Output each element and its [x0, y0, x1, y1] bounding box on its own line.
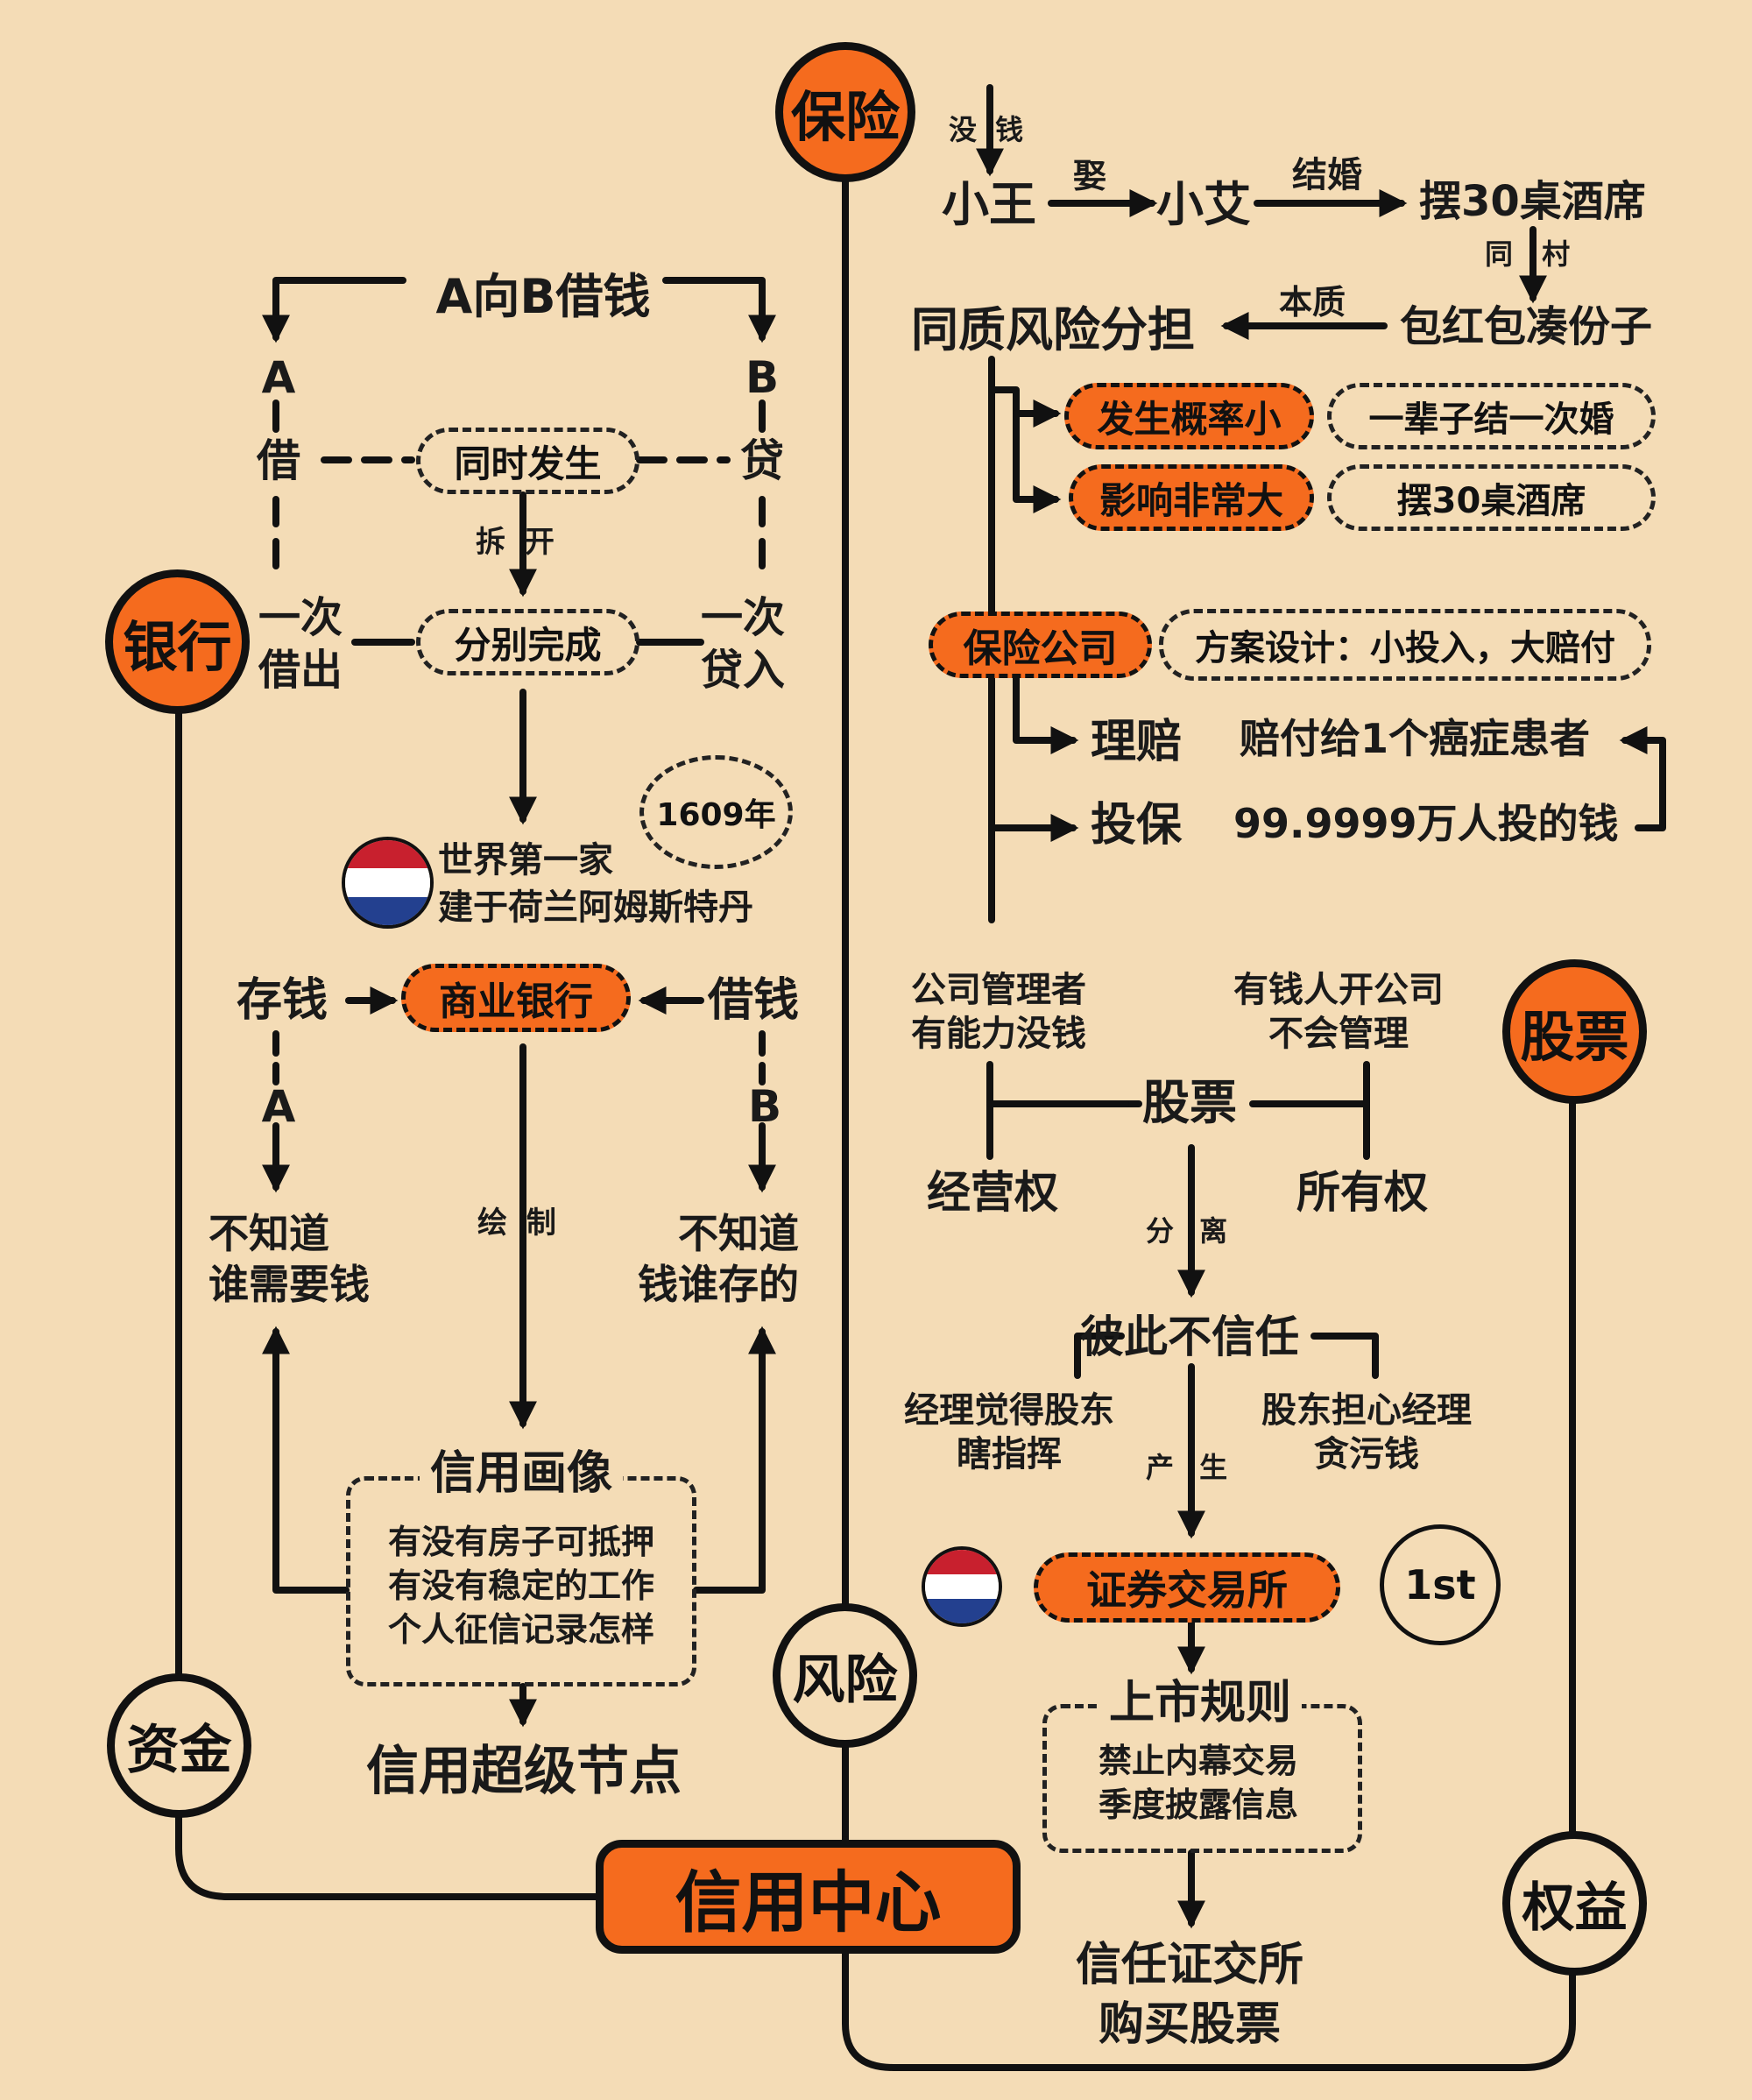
- bank-b-label: B: [745, 352, 780, 403]
- listing-rules-lines: 禁止内幕交易 季度披露信息: [1098, 1742, 1299, 1825]
- deposit-label: 存钱: [237, 974, 328, 1027]
- insurance-hub[interactable]: 保险: [775, 42, 915, 182]
- bank-hub[interactable]: 银行: [105, 569, 250, 714]
- essence-edge-label: 本质: [1279, 283, 1346, 322]
- ownership-label: 所有权: [1296, 1167, 1428, 1218]
- insurance-company-pill[interactable]: 保险公司: [929, 612, 1152, 678]
- high-impact-example: 摆30桌酒席: [1327, 464, 1656, 531]
- wedding-edge-label: 结婚: [1292, 155, 1362, 195]
- simultaneous-pill: 同时发生: [416, 428, 639, 494]
- no-money-edge-label: 没 钱: [949, 113, 1024, 146]
- listing-rules-title: 上市规则: [1098, 1675, 1303, 1732]
- manager-feel-text: 经理觉得股东 瞎指挥: [904, 1390, 1114, 1474]
- bank-a2-label: A: [261, 1081, 296, 1132]
- manager-text: 公司管理者 有能力没钱: [911, 970, 1086, 1054]
- claim-description: 赔付给1个癌症患者: [1240, 715, 1591, 762]
- first-badge: 1st: [1380, 1524, 1501, 1645]
- claim-label: 理赔: [1091, 716, 1183, 768]
- separate-pill: 分别完成: [416, 609, 639, 675]
- netherlands-flag-icon: [922, 1546, 1002, 1627]
- split-edge-label: 拆 开: [476, 525, 555, 560]
- once-out-label: 一次 借出: [258, 593, 343, 695]
- premium-description: 99.9999万人投的钱: [1233, 800, 1619, 847]
- unknown-left-text: 不知道 谁需要钱: [208, 1210, 370, 1308]
- trust-exchange-text: 信任证交所 购买股票: [1075, 1939, 1304, 2051]
- capital-hub[interactable]: 资金: [107, 1673, 251, 1818]
- separate-edge-label: 分 离: [1146, 1214, 1228, 1248]
- holder-fear-text: 股东担心经理 贪污钱: [1261, 1390, 1472, 1474]
- netherlands-flag-icon: [342, 837, 434, 929]
- credit-profile-title: 信用画像: [419, 1446, 624, 1503]
- operation-right-label: 经营权: [927, 1167, 1058, 1218]
- first-bank-text: 世界第一家 建于荷兰阿姆斯特丹: [438, 840, 753, 928]
- borrow-label: 借: [257, 435, 300, 486]
- stock-hub[interactable]: 股票: [1502, 959, 1647, 1104]
- red-envelope-text: 包红包凑份子: [1400, 302, 1653, 351]
- person-xiaoai: 小艾: [1156, 177, 1251, 232]
- draw-edge-label: 绘 制: [477, 1206, 556, 1241]
- homogeneous-risk-text: 同质风险分担: [911, 302, 1195, 357]
- produce-edge-label: 产 生: [1146, 1451, 1228, 1484]
- loan-label: 借钱: [708, 974, 800, 1027]
- stock-exchange-pill[interactable]: 证券交易所: [1034, 1552, 1340, 1623]
- low-probability-pill[interactable]: 发生概率小: [1064, 383, 1314, 449]
- banquet-text: 摆30桌酒席: [1419, 177, 1646, 226]
- lend-label: 贷: [740, 435, 784, 486]
- year-bubble: 1609年: [639, 755, 793, 869]
- risk-hub[interactable]: 风险: [773, 1603, 917, 1748]
- marry-edge-label: 娶: [1073, 157, 1107, 195]
- low-probability-example: 一辈子结一次婚: [1327, 383, 1656, 449]
- once-in-label: 一次 贷入: [701, 593, 786, 695]
- high-impact-pill[interactable]: 影响非常大: [1069, 464, 1314, 531]
- bank-title: A向B借钱: [435, 269, 651, 324]
- rich-owner-text: 有钱人开公司 不会管理: [1233, 970, 1444, 1054]
- village-edge-label: 同 村: [1485, 237, 1571, 271]
- equity-hub[interactable]: 权益: [1502, 1831, 1647, 1976]
- distrust-label: 彼此不信任: [1080, 1312, 1299, 1362]
- plan-design-pill: 方案设计：小投入，大赔付: [1159, 609, 1651, 681]
- commercial-bank-pill[interactable]: 商业银行: [401, 964, 631, 1032]
- unknown-right-text: 不知道 钱谁存的: [638, 1210, 799, 1308]
- bank-b2-label: B: [747, 1081, 782, 1132]
- person-xiaowang: 小王: [942, 177, 1036, 232]
- bank-a-label: A: [261, 352, 296, 403]
- stock-center-label: 股票: [1142, 1075, 1237, 1130]
- credit-super-node: 信用超级节点: [366, 1741, 682, 1802]
- premium-label: 投保: [1091, 799, 1183, 852]
- credit-profile-lines: 有没有房子可抵押 有没有稳定的工作 个人征信记录怎样: [387, 1523, 655, 1650]
- credit-center-box[interactable]: 信用中心: [596, 1840, 1021, 1954]
